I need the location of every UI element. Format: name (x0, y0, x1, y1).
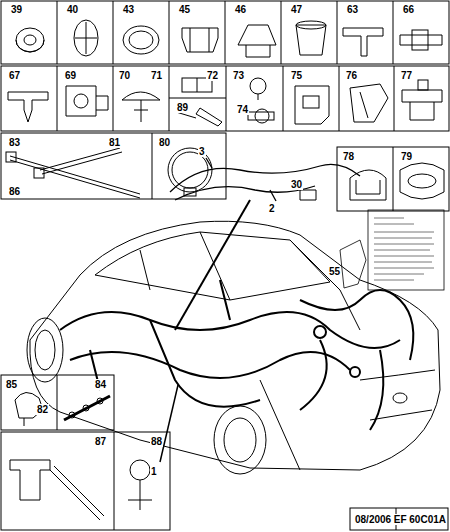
callout-number: 55 (328, 266, 341, 277)
leader-line (160, 385, 178, 462)
harness (60, 280, 413, 430)
callout-number: 87 (94, 436, 107, 447)
callout-number: 46 (234, 4, 247, 15)
callout-number: 89 (176, 102, 189, 113)
callout-number: 83 (8, 137, 21, 148)
clip-icons (16, 20, 442, 57)
callout-number: 86 (8, 186, 21, 197)
callout-number: 79 (400, 151, 413, 162)
callout-number: 2 (268, 203, 276, 214)
callout-number: 78 (342, 151, 355, 162)
callout-number: 73 (232, 70, 245, 81)
car-body (27, 221, 440, 474)
reference-code: EF 60C01A (393, 514, 447, 525)
callout-number: 82 (36, 404, 49, 415)
label-sticker (340, 210, 444, 290)
callout-number: 81 (108, 137, 121, 148)
reference-code: 08/2006 (354, 514, 392, 525)
callout-number: 77 (400, 70, 413, 81)
clip-icons (10, 392, 152, 520)
callout-number: 30 (290, 179, 303, 190)
callout-number: 3 (198, 146, 206, 157)
callout-number: 74 (236, 104, 249, 115)
callout-number: 43 (122, 4, 135, 15)
callout-number: 1 (150, 466, 158, 477)
callout-number: 76 (345, 70, 358, 81)
cable-tie-icons (6, 148, 444, 200)
callout-number: 69 (64, 70, 77, 81)
callout-number: 72 (206, 70, 219, 81)
callout-number: 88 (150, 436, 163, 447)
callout-number: 71 (150, 70, 163, 81)
callout-number: 47 (290, 4, 303, 15)
callout-number: 75 (290, 70, 303, 81)
callout-number: 84 (94, 379, 107, 390)
callout-number: 66 (402, 4, 415, 15)
callout-number: 39 (10, 4, 23, 15)
callout-number: 80 (158, 137, 171, 148)
callout-number: 70 (118, 70, 131, 81)
callout-number: 85 (5, 379, 18, 390)
callout-number: 67 (8, 70, 21, 81)
clip-icons (8, 78, 442, 126)
wiring-loom (170, 158, 360, 330)
callout-number: 40 (66, 4, 79, 15)
callout-number: 45 (178, 4, 191, 15)
callout-number: 63 (346, 4, 359, 15)
